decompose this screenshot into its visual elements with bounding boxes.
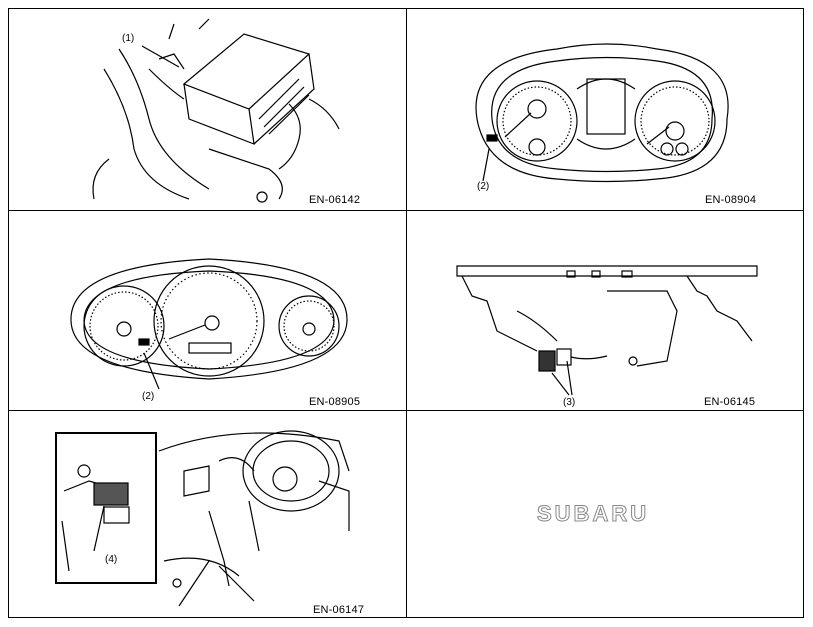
callout-3: (3) xyxy=(563,397,576,408)
figure-code: EN-08904 xyxy=(705,194,757,206)
callout-2: (2) xyxy=(142,391,155,402)
cabin-illustration xyxy=(55,430,350,607)
figure-grid: (1) EN-06142 xyxy=(8,8,804,618)
subaru-logo: SUBARU xyxy=(536,501,650,527)
figure-code: EN-06145 xyxy=(704,396,756,408)
meter-b-illustration xyxy=(70,258,348,390)
meter-a-illustration xyxy=(475,43,729,183)
panel-connector: (3) EN-06145 xyxy=(407,211,804,410)
panel-meter-b: (2) EN-08905 xyxy=(9,211,406,410)
panel-logo: SUBARU xyxy=(407,411,804,619)
figure-code: EN-06142 xyxy=(309,194,361,206)
connector-illustration xyxy=(456,265,758,396)
grid-divider-vertical xyxy=(406,9,407,617)
grid-divider-row2 xyxy=(9,410,803,411)
figure-code: EN-06147 xyxy=(313,604,365,616)
figure-code: EN-08905 xyxy=(309,396,361,408)
panel-ecm: (1) EN-06142 xyxy=(9,9,406,210)
panel-cabin: (4) EN-06147 xyxy=(9,411,406,619)
grid-divider-row1 xyxy=(9,210,803,211)
callout-2: (2) xyxy=(477,181,490,192)
panel-meter-a: (2) EN-08904 xyxy=(407,9,804,210)
callout-4: (4) xyxy=(105,554,118,565)
ecm-illustration xyxy=(92,18,340,203)
callout-1: (1) xyxy=(122,33,135,44)
